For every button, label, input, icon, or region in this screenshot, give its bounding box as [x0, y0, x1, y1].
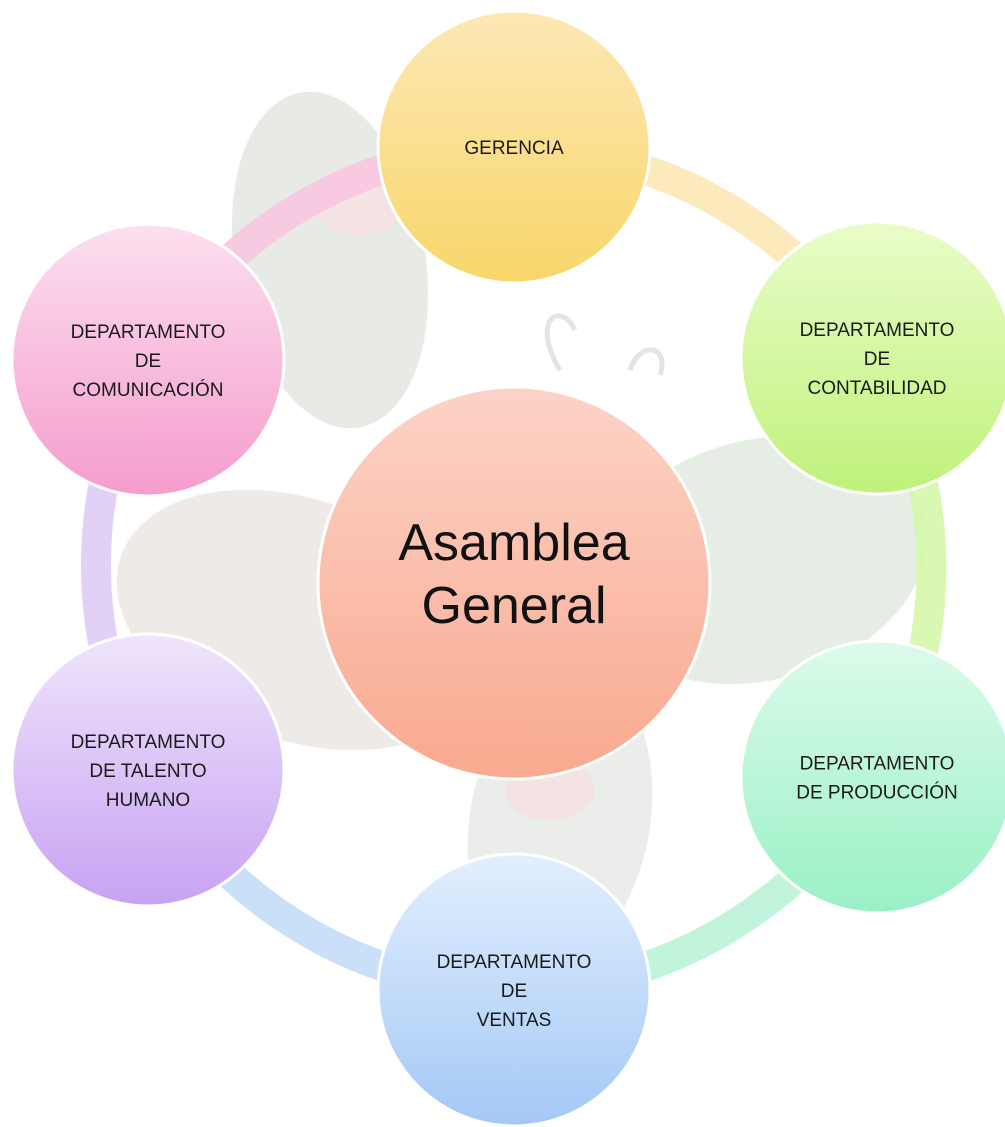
- node-label-produccion-line-1: DEPARTAMENTO: [800, 754, 955, 775]
- node-talento: DEPARTAMENTO DE TALENTO HUMANO: [10, 632, 286, 908]
- node-label-talento-line-3: HUMANO: [106, 790, 190, 811]
- node-circle-comunicacion: [10, 222, 286, 498]
- node-produccion: DEPARTAMENTO DE PRODUCCIÓN: [739, 639, 1005, 915]
- node-label-ventas-line-1: DEPARTAMENTO: [437, 952, 592, 973]
- node-comunicacion: DEPARTAMENTO DE COMUNICACIÓN: [10, 222, 286, 498]
- node-label-contabilidad-line-2: DE: [864, 349, 890, 370]
- node-gerencia: GERENCIA: [376, 9, 652, 285]
- node-label-talento-line-2: DE TALENTO: [89, 761, 206, 782]
- node-label-produccion-line-2: DE PRODUCCIÓN: [796, 782, 958, 804]
- node-circle-contabilidad: [739, 220, 1005, 496]
- outer-nodes: GERENCIADEPARTAMENTODECONTABILIDADDEPART…: [10, 9, 1005, 1127]
- node-circle-produccion: [739, 639, 1005, 915]
- center-node: Asamblea General: [316, 385, 712, 781]
- node-contabilidad: DEPARTAMENTO DE CONTABILIDAD: [739, 220, 1005, 496]
- node-label-comunicacion-line-2: DE: [135, 351, 161, 372]
- node-circle-talento: [10, 632, 286, 908]
- node-circle-ventas: [376, 852, 652, 1127]
- center-circle: [316, 385, 712, 781]
- node-label-contabilidad-line-1: DEPARTAMENTO: [800, 320, 955, 341]
- node-ventas: DEPARTAMENTO DE VENTAS: [376, 852, 652, 1127]
- node-label-contabilidad-line-3: CONTABILIDAD: [807, 378, 946, 399]
- node-label-comunicacion-line-1: DEPARTAMENTO: [71, 322, 226, 343]
- node-circle-gerencia: [376, 9, 652, 285]
- node-label-gerencia-line-1: GERENCIA: [464, 138, 564, 159]
- center-label-line-1: Asamblea: [398, 514, 629, 572]
- node-label-talento-line-1: DEPARTAMENTO: [71, 732, 226, 753]
- node-label-comunicacion-line-3: COMUNICACIÓN: [73, 379, 224, 401]
- center-label-line-2: General: [422, 577, 607, 635]
- node-label-ventas-line-3: VENTAS: [477, 1010, 552, 1031]
- node-label-ventas-line-2: DE: [501, 981, 527, 1002]
